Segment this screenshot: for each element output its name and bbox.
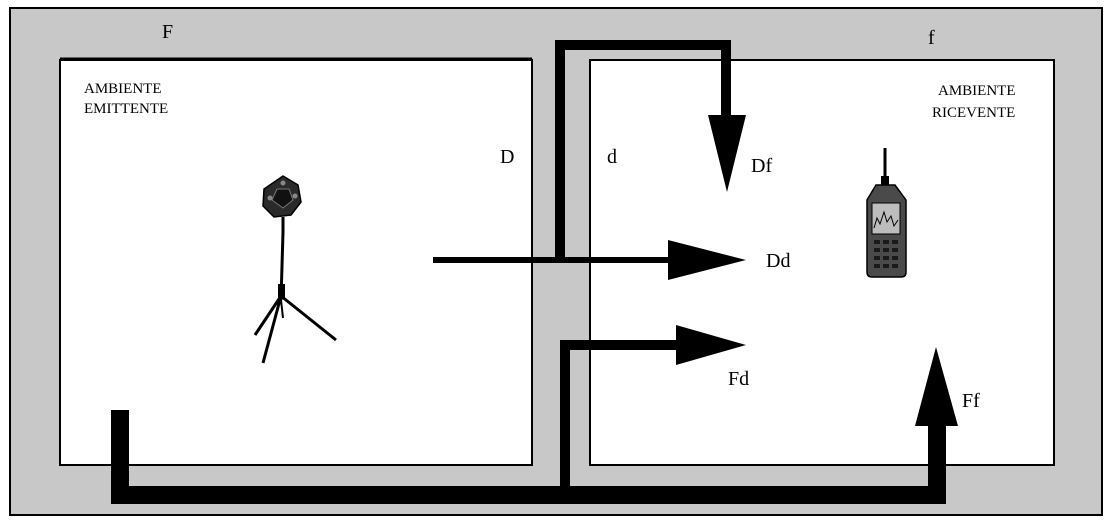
label-d: d [607,146,617,168]
source-room-label-line2: EMITTENTE [84,101,168,117]
path-Dd-arrowhead [668,240,746,280]
sound-level-meter-icon [866,148,907,278]
label-Ff: Ff [962,390,980,412]
receiver-room-label-line1: AMBIENTE [938,83,1016,99]
label-Fd: Fd [728,368,749,390]
label-Df: Df [751,155,772,177]
label-f: f [928,27,935,49]
path-Df-arrowhead [708,115,746,192]
source-room-label-line1: AMBIENTE [84,81,162,97]
path-Df-line [555,40,731,262]
receiver-room-label-line2: RICEVENTE [932,105,1015,121]
path-Fd-line [560,340,678,495]
label-Dd: Dd [766,250,790,272]
label-F: F [162,21,173,43]
path-F-line [111,410,946,504]
path-Ff-arrowhead [915,347,958,426]
path-Fd-arrowhead [676,325,746,365]
label-D: D [500,146,514,168]
dodecahedron-speaker-icon [253,175,337,364]
